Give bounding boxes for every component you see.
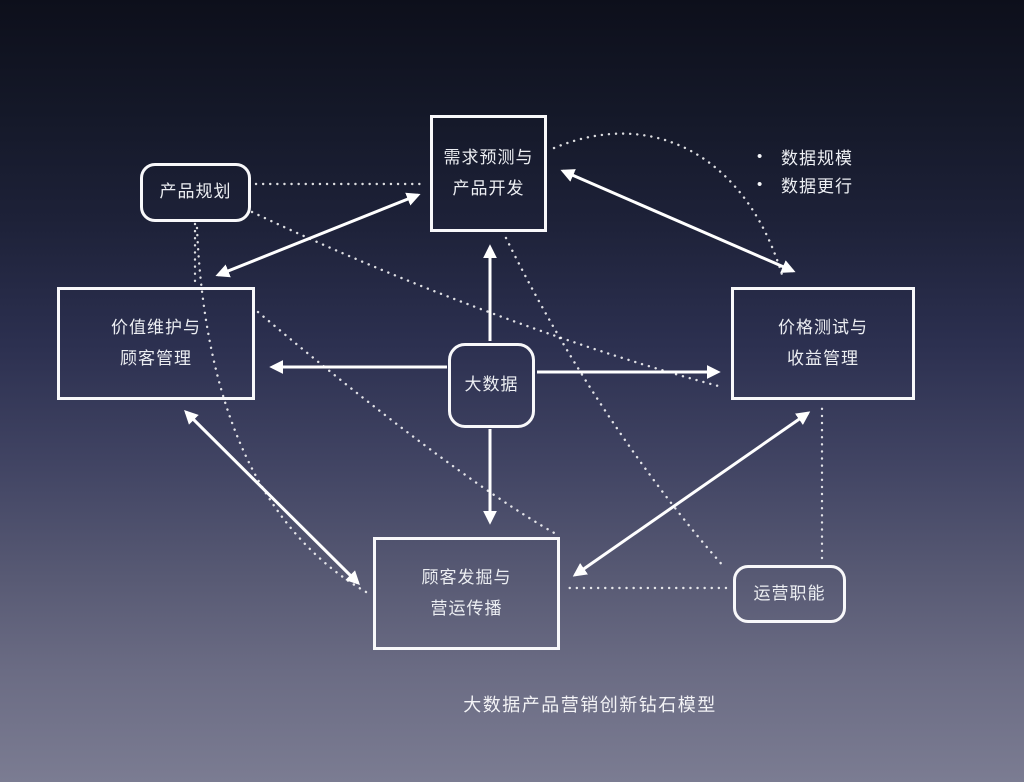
edge-value-demand-arrow xyxy=(215,192,421,278)
node-customer-discovery: 顾客发掘与 营运传播 xyxy=(373,537,560,650)
node-value-maintenance: 价值维护与 顾客管理 xyxy=(57,287,255,400)
node-operations: 运营职能 xyxy=(733,565,846,623)
edge-demand-price-arrow xyxy=(560,169,796,273)
node-big-data: 大数据 xyxy=(448,343,535,428)
edge-demand-price-dotted xyxy=(552,132,785,280)
bullet-item-data-update: • 数据更行 xyxy=(757,170,853,198)
node-customer-discovery-label: 顾客发掘与 营运传播 xyxy=(421,567,512,618)
edge-customer-price-arrow xyxy=(572,411,811,577)
edge-demand-ops-dotted xyxy=(504,236,727,570)
node-big-data-label: 大数据 xyxy=(464,375,519,395)
edge-plan-customer-dotted xyxy=(195,226,368,594)
bullet-label-data-update: 数据更行 xyxy=(781,176,853,196)
node-price-testing: 价格测试与 收益管理 xyxy=(731,287,915,400)
bullet-dot-icon: • xyxy=(757,175,764,193)
node-product-planning-label: 产品规划 xyxy=(159,182,232,202)
node-value-maintenance-label: 价值维护与 顾客管理 xyxy=(111,317,201,368)
node-price-testing-label: 价格测试与 收益管理 xyxy=(778,317,868,368)
node-operations-label: 运营职能 xyxy=(753,583,826,603)
bullet-dot-icon: • xyxy=(757,147,764,165)
edge-plan-price-dotted xyxy=(250,210,724,389)
node-product-planning: 产品规划 xyxy=(140,163,251,222)
node-demand-forecast-label: 需求预测与 产品开发 xyxy=(443,147,534,198)
node-demand-forecast: 需求预测与 产品开发 xyxy=(430,115,547,232)
bullet-item-data-scale: • 数据规模 xyxy=(757,142,853,170)
data-bullet-list: • 数据规模 • 数据更行 xyxy=(757,142,853,198)
bullet-label-data-scale: 数据规模 xyxy=(781,148,853,168)
diagram-caption: 大数据产品营销创新钻石模型 xyxy=(463,695,717,715)
edge-value-customer-arrow xyxy=(184,410,360,585)
